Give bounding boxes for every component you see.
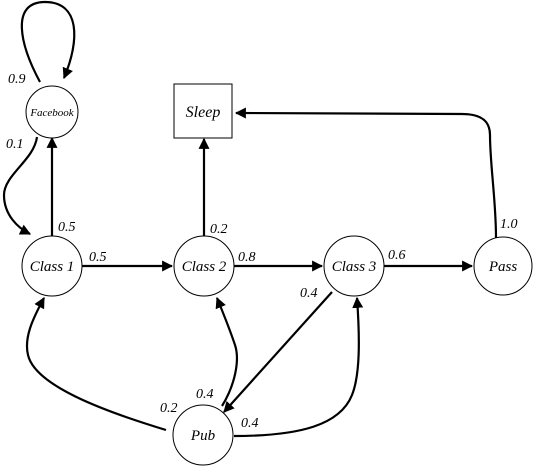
edge-facebook-self-loop: [20, 0, 76, 83]
node-pass-label: Pass: [488, 259, 518, 275]
node-class1: Class 1: [21, 235, 83, 297]
label-pass-to-sleep: 1.0: [500, 217, 518, 232]
node-pass: Pass: [473, 236, 533, 296]
label-class3-to-pass: 0.6: [388, 248, 406, 263]
label-pub-to-class1: 0.2: [160, 401, 178, 416]
node-pub-label: Pub: [190, 428, 216, 444]
label-class1-to-facebook: 0.5: [58, 220, 76, 235]
label-class2-to-class3: 0.8: [238, 250, 256, 265]
node-pub: Pub: [172, 404, 234, 466]
edge-pub-to-class2: [215, 296, 238, 407]
label-pub-to-class2: 0.4: [196, 387, 214, 402]
edge-facebook-to-class1: [2, 136, 39, 235]
node-class3-label: Class 3: [332, 259, 377, 275]
node-class2: Class 2: [173, 235, 235, 297]
node-sleep-label: Sleep: [186, 104, 221, 121]
node-facebook: Facebook: [25, 85, 79, 139]
edge-pub-to-class3: [233, 296, 364, 438]
edge-pass-to-sleep: [234, 107, 498, 239]
node-facebook-label: Facebook: [29, 107, 74, 119]
label-pub-to-class3: 0.4: [241, 416, 259, 431]
node-class2-label: Class 2: [182, 259, 227, 275]
label-class2-to-sleep: 0.2: [210, 222, 228, 237]
label-facebook-to-class1: 0.1: [6, 137, 24, 152]
node-class3: Class 3: [323, 235, 385, 297]
edge-class3-to-pub: [223, 291, 333, 413]
edge-pub-to-class1: [25, 297, 167, 432]
node-sleep: Sleep: [173, 83, 233, 139]
node-class1-label: Class 1: [30, 259, 75, 275]
label-facebook-self-loop: 0.9: [8, 72, 26, 87]
label-class3-to-pub: 0.4: [300, 286, 318, 301]
label-class1-to-class2: 0.5: [89, 250, 107, 265]
